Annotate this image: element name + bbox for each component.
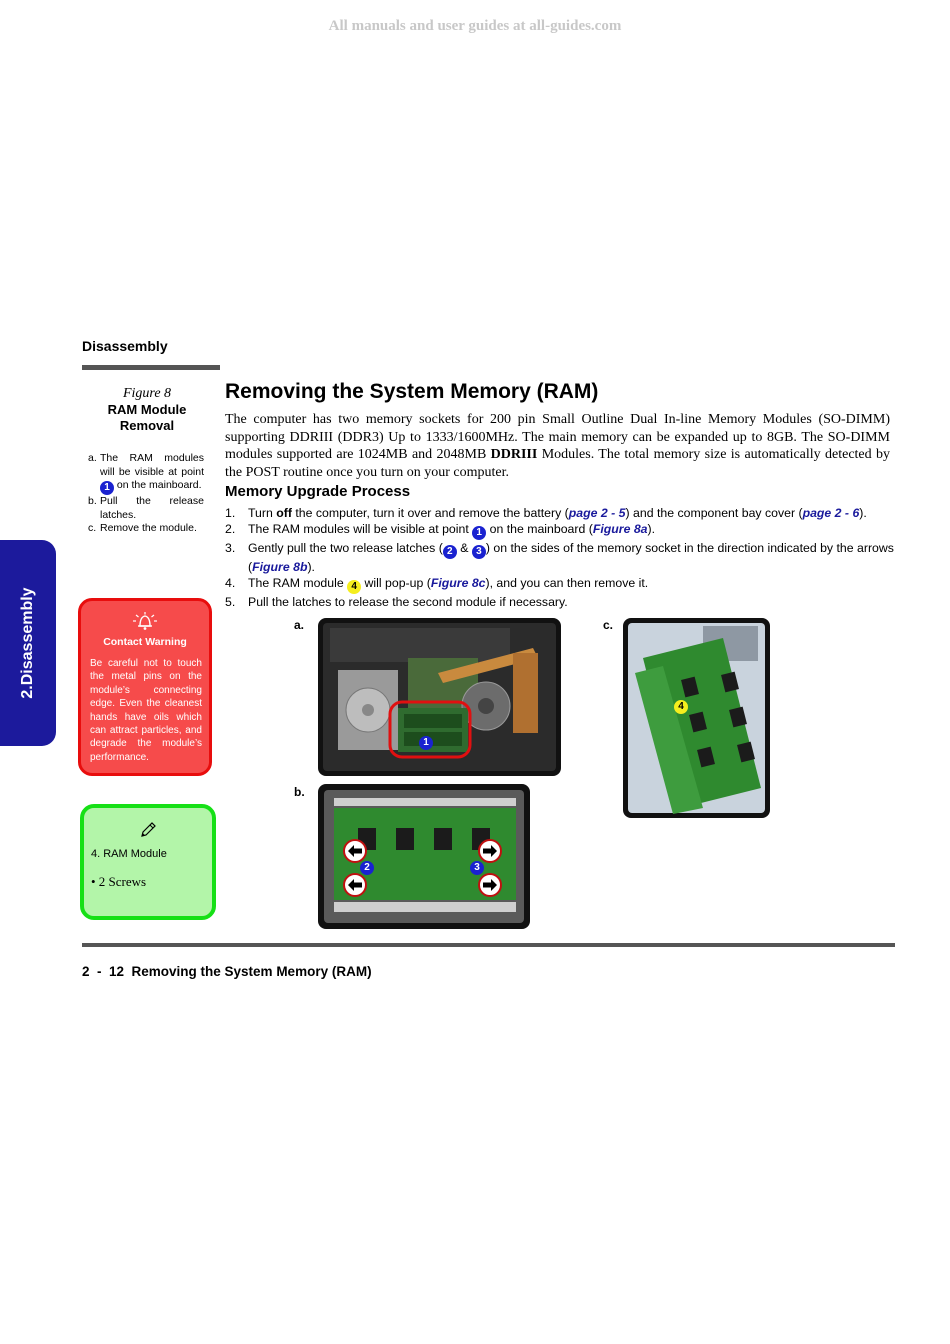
warning-title: Contact Warning [103, 636, 187, 648]
left-arrow-icon [343, 873, 367, 897]
figure-title-line2: Removal [119, 418, 175, 433]
intro-text: The computer has two memory sockets for … [225, 412, 890, 462]
subtitle: Memory Upgrade Process [225, 483, 411, 500]
step-3: 3. Gently pull the two release latches (… [225, 540, 895, 575]
figure-note-a: a. The RAM modules will be visible at po… [88, 452, 204, 495]
photo-b-badge-left: 2 [360, 861, 374, 875]
step-text: ) on the sides of the memory socket in t… [248, 541, 894, 574]
step-text: will pop-up ( [361, 576, 431, 590]
step-number: 2. [225, 522, 236, 536]
step-text: ). [647, 522, 656, 536]
intro-text: Modules. The total memory size is automa… [225, 447, 891, 480]
figure-note-b: b. Pull the release latches. [88, 495, 204, 522]
step-text: The RAM modules will be visible at point [248, 522, 473, 536]
figure-notes: a. The RAM modules will be visible at po… [88, 452, 204, 536]
point-badge: 3 [471, 545, 486, 559]
step-text: Turn [248, 506, 277, 520]
step-text: ), and you can then remove it. [485, 576, 649, 590]
step-number: 5. [225, 595, 236, 609]
page-footer: 2 - 12 Removing the System Memory (RAM) [82, 964, 372, 979]
parts-item: 4. RAM Module [91, 848, 167, 860]
pencil-icon [84, 820, 212, 845]
page-link[interactable]: page 2 - 5 [568, 506, 626, 520]
contact-warning-box: Contact Warning Be careful not to touch … [78, 598, 212, 776]
intro-bold: DDRIII [490, 447, 538, 462]
right-arrow-icon [478, 873, 502, 897]
step-5: 5. Pull the latches to release the secon… [225, 594, 895, 610]
step-text: Gently pull the two release latches ( [248, 541, 443, 555]
note-label: b. [88, 495, 97, 507]
page-title: Removing the System Memory (RAM) [225, 380, 599, 403]
note-text: The RAM modules will be visible at point [100, 452, 204, 478]
header-rule [82, 365, 220, 370]
step-text: ) and the component bay cover ( [625, 506, 803, 520]
warning-bell-icon [81, 611, 209, 636]
watermark: All manuals and user guides at all-guide… [328, 18, 622, 34]
intro-paragraph: The computer has two memory sockets for … [225, 411, 890, 481]
step-text: the computer, turn it over and remove th… [291, 506, 569, 520]
step-text: & [456, 541, 472, 555]
figure-link[interactable]: Figure 8c [430, 576, 486, 590]
photo-b-badge-right: 3 [470, 861, 484, 875]
step-4: 4. The RAM module 4 will pop-up (Figure … [225, 575, 895, 594]
parts-note-box: 4. RAM Module • 2 Screws [80, 804, 216, 920]
figure-title-line1: RAM Module [107, 402, 187, 417]
figure-link[interactable]: Figure 8a [592, 522, 648, 536]
side-tab-label: 2.Disassembly [19, 587, 36, 699]
figure-a-label: a. [294, 618, 305, 632]
left-arrow-icon [343, 839, 367, 863]
step-number: 1. [225, 506, 236, 520]
steps-list: 1. Turn off the computer, turn it over a… [225, 505, 895, 610]
warning-text: Be careful not to touch the metal pins o… [90, 658, 202, 763]
figure-link[interactable]: Figure 8b [252, 560, 308, 574]
step-number: 4. [225, 576, 236, 590]
step-bold: off [276, 506, 292, 520]
photo-a-badge: 1 [419, 736, 433, 750]
photo-a: 1 [318, 618, 561, 776]
point-badge: 1 [100, 481, 114, 495]
note-text: Remove the module. [100, 522, 197, 534]
page-link[interactable]: page 2 - 6 [802, 506, 860, 520]
note-label: a. [88, 452, 97, 464]
step-text: ). [859, 506, 867, 520]
step-text: Pull the latches to release the second m… [248, 595, 568, 609]
side-tab: 2.Disassembly [0, 540, 56, 746]
step-1: 1. Turn off the computer, turn it over a… [225, 505, 895, 521]
figure-b-label: b. [294, 785, 305, 799]
step-text: ). [307, 560, 315, 574]
right-arrow-icon [478, 839, 502, 863]
figure-note-c: c. Remove the module. [88, 522, 204, 536]
step-2: 2. The RAM modules will be visible at po… [225, 521, 895, 540]
figure-caption: Figure 8 RAM Module Removal [82, 386, 212, 434]
point-badge: 2 [442, 545, 457, 559]
point-badge: 4 [347, 580, 362, 594]
step-number: 3. [225, 541, 236, 555]
step-text: on the mainboard ( [486, 522, 593, 536]
point-badge: 1 [472, 526, 487, 540]
figure-number: Figure 8 [122, 386, 172, 401]
photo-b: 2 3 [318, 784, 530, 929]
note-label: c. [88, 522, 97, 534]
footer-rule [82, 943, 895, 947]
figure-c-label: c. [603, 618, 614, 632]
note-text: Pull the release latches. [100, 495, 204, 521]
step-text: The RAM module [248, 576, 348, 590]
photo-c-badge: 4 [674, 700, 688, 714]
photo-c: 4 [623, 618, 770, 818]
section-header: Disassembly [82, 338, 168, 354]
note-text: on the mainboard. [116, 479, 202, 491]
parts-bullet: • 2 Screws [91, 874, 147, 889]
